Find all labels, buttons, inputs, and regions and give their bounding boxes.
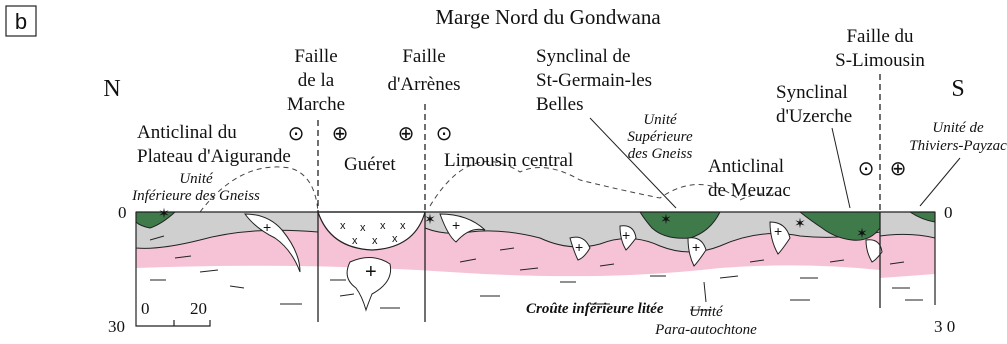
scale-end: 20 <box>190 299 207 318</box>
svg-text:x: x <box>380 220 386 232</box>
out-of-page-symbol: ⊙ <box>858 158 875 180</box>
unit-inferieure-line2: Inférieure des Gneiss <box>131 188 260 204</box>
svg-text:x: x <box>352 235 358 247</box>
unit-inferieure-line1: Unité <box>179 171 214 187</box>
svg-text:x: x <box>340 220 346 232</box>
star-marker: ✶ <box>856 225 868 241</box>
synclinal-st-germain-line1: Synclinal de <box>536 46 630 67</box>
fault-s-limousin-line1: Faille du <box>846 26 914 47</box>
star-marker: ✶ <box>660 211 672 227</box>
unit-superieure-line2: Supérieure <box>627 129 693 145</box>
depth-bottom-right: 3 0 <box>934 317 955 336</box>
star-marker: ✶ <box>158 205 170 221</box>
limousin-central-label: Limousin central <box>444 150 573 171</box>
depth-bottom-left: 30 <box>108 317 125 336</box>
synclinal-uzerche-line1: Synclinal <box>776 82 848 103</box>
unit-thiviers-line1: Unité de <box>932 120 984 136</box>
anticlinal-meuzac-line1: Anticlinal <box>708 156 784 177</box>
depth-top-left: 0 <box>118 203 127 222</box>
out-of-page-symbol: ⊙ <box>436 123 453 145</box>
svg-text:+: + <box>452 217 460 233</box>
svg-text:x: x <box>392 233 398 245</box>
into-page-symbol: ⊕ <box>332 123 349 145</box>
unit-superieure-line3: des Gneiss <box>628 146 693 162</box>
into-page-symbol: ⊕ <box>398 123 415 145</box>
south-label: S <box>951 76 964 102</box>
svg-text:x: x <box>360 222 366 234</box>
svg-text:+: + <box>622 227 630 243</box>
east-block-white <box>880 274 935 320</box>
anticlinal-aigurande-line1: Anticlinal du <box>137 122 237 143</box>
svg-text:+: + <box>692 239 700 255</box>
fault-marche-line1: Faille <box>294 46 337 67</box>
fault-s-limousin-line2: S-Limousin <box>835 50 925 71</box>
svg-text:x: x <box>372 235 378 247</box>
fault-arrenes-line1: Faille <box>402 46 445 67</box>
anticlinal-aigurande-line2: Plateau d'Aigurande <box>137 146 291 167</box>
structure-labels: Anticlinal du Plateau d'Aigurande Guéret… <box>137 46 852 201</box>
anticlinal-meuzac-line2: de Meuzac <box>708 180 791 201</box>
panel-label: b <box>15 9 27 34</box>
svg-text:+: + <box>774 223 782 239</box>
svg-text:x: x <box>400 220 406 232</box>
svg-text:+: + <box>575 239 583 255</box>
diagram-title: Marge Nord du Gondwana <box>435 5 661 29</box>
north-label: N <box>103 76 120 102</box>
croute-inferieure-label: Croûte inférieure litée <box>526 301 664 317</box>
fault-arrenes-line2: d'Arrènes <box>387 74 460 95</box>
depth-top-right: 0 <box>944 203 953 222</box>
into-page-symbol: ⊕ <box>890 158 907 180</box>
synclinal-st-germain-line3: Belles <box>536 94 584 115</box>
gueret-label: Guéret <box>344 154 396 175</box>
svg-text:+: + <box>263 219 271 235</box>
unit-superieure-line1: Unité <box>643 112 678 128</box>
unit-thiviers-line2: Thiviers-Payzac <box>909 138 1007 154</box>
synclinal-st-germain-line2: St-Germain-les <box>536 70 652 91</box>
unit-para-line1: Unité <box>689 304 724 320</box>
star-marker: ✶ <box>794 215 806 231</box>
fault-marche-line3: Marche <box>287 94 345 115</box>
synclinal-uzerche-line2: d'Uzerche <box>776 106 852 127</box>
fault-marche-line2: de la <box>298 70 335 91</box>
unit-para-line2: Para-autochtone <box>654 322 757 338</box>
scale-start: 0 <box>141 299 150 318</box>
svg-text:+: + <box>365 261 377 283</box>
out-of-page-symbol: ⊙ <box>288 123 305 145</box>
star-marker: ✶ <box>424 211 436 227</box>
